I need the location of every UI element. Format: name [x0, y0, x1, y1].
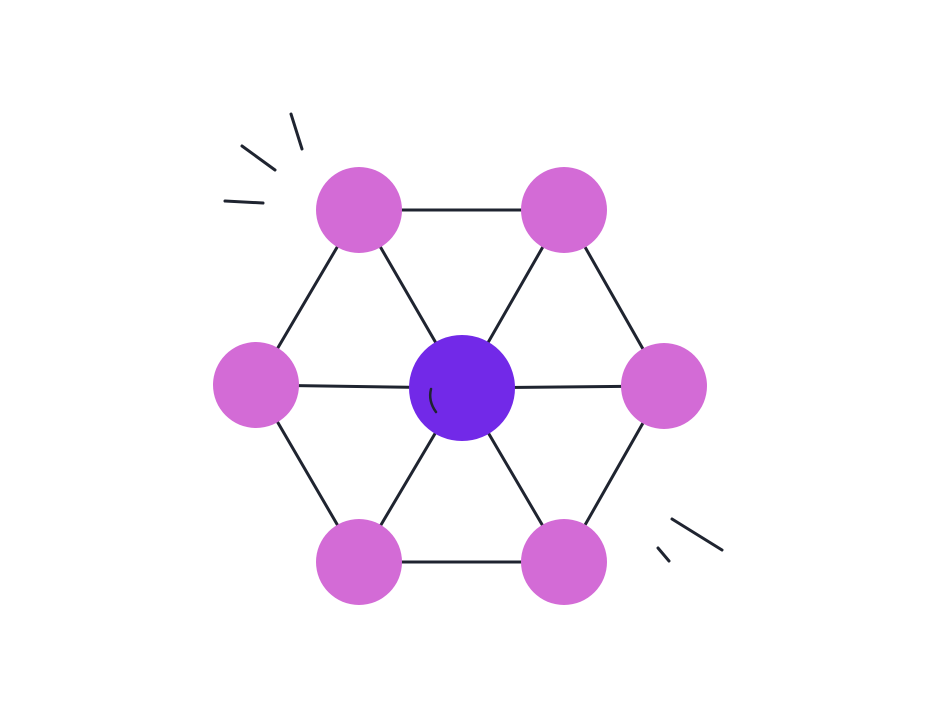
- sparkle-accent: [289, 112, 304, 151]
- sparkle-accent: [656, 546, 671, 563]
- sparkle-accents: [223, 112, 724, 563]
- network-nodes: [213, 167, 707, 605]
- sparkle-accent: [223, 199, 265, 205]
- node-left: [213, 342, 299, 428]
- center-node: [409, 335, 515, 441]
- sparkle-accent: [670, 517, 724, 552]
- sparkle-accent: [240, 144, 277, 172]
- node-bottom-right: [521, 519, 607, 605]
- node-right: [621, 343, 707, 429]
- node-bottom-left: [316, 519, 402, 605]
- node-top-right: [521, 167, 607, 253]
- node-top-left: [316, 167, 402, 253]
- center-highlight-arc: [428, 387, 438, 414]
